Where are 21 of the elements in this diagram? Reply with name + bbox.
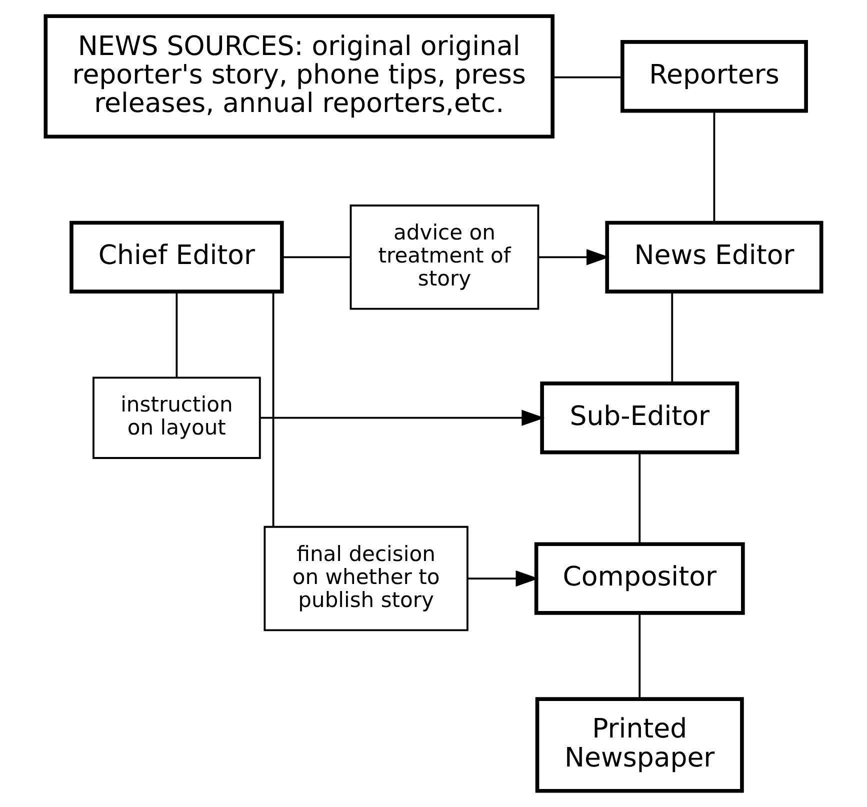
connector [176, 292, 178, 378]
arrow [260, 410, 545, 426]
arrow [538, 249, 610, 266]
connector [713, 111, 716, 222]
node-box: NEWS SOURCES: original original reporter's story, phone tips, press releases, annual reporters,etc. [44, 14, 554, 139]
node-box: final decision on whether to publish story [264, 526, 468, 632]
connector [272, 292, 274, 527]
node-box: News Editor [605, 220, 824, 294]
connector [638, 452, 641, 544]
connector [282, 256, 351, 258]
node-box: Chief Editor [70, 220, 284, 294]
node-box: Reporters [620, 40, 808, 113]
connector [638, 613, 641, 699]
node-box: Printed Newspaper [535, 697, 744, 793]
node-box: instruction on layout [92, 376, 261, 459]
connector [671, 292, 674, 384]
node-box: Compositor [534, 542, 745, 615]
node-box: advice on treatment of story [350, 204, 540, 310]
connector [553, 76, 622, 78]
node-box: Sub-Editor [540, 382, 740, 454]
arrow [468, 570, 539, 587]
